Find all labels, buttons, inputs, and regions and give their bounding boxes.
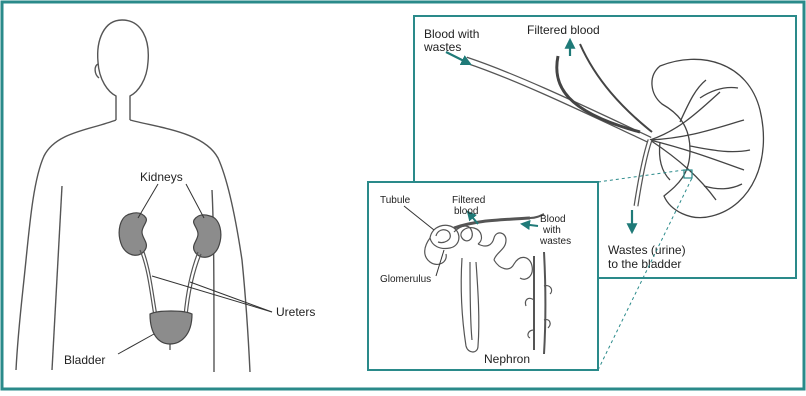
label-wastes-urine: Wastes (urine)	[608, 243, 686, 257]
kidney-left-icon	[119, 213, 146, 255]
label-nephron-filtered-1: Filtered	[452, 195, 485, 206]
label-bladder: Bladder	[64, 353, 105, 367]
label-kidneys: Kidneys	[140, 170, 183, 184]
label-to-bladder: to the bladder	[608, 257, 681, 271]
label-nephron-blood-1: Blood	[540, 214, 566, 225]
label-nephron-filtered-2: blood	[454, 206, 478, 217]
label-ureters: Ureters	[276, 305, 315, 319]
kidney-right-icon	[194, 215, 221, 257]
label-nephron-title: Nephron	[484, 352, 530, 366]
label-tubule: Tubule	[380, 195, 411, 206]
label-blood-with-wastes-2: wastes	[423, 40, 461, 54]
label-blood-with-wastes-1: Blood with	[424, 27, 479, 41]
label-filtered-blood: Filtered blood	[527, 23, 600, 37]
label-nephron-blood-3: wastes	[539, 236, 571, 247]
bladder-icon	[150, 311, 192, 350]
label-nephron-blood-2: with	[542, 225, 561, 236]
body-figure	[16, 20, 250, 372]
label-glomerulus: Glomerulus	[380, 274, 431, 285]
body-leader-lines	[118, 184, 272, 354]
